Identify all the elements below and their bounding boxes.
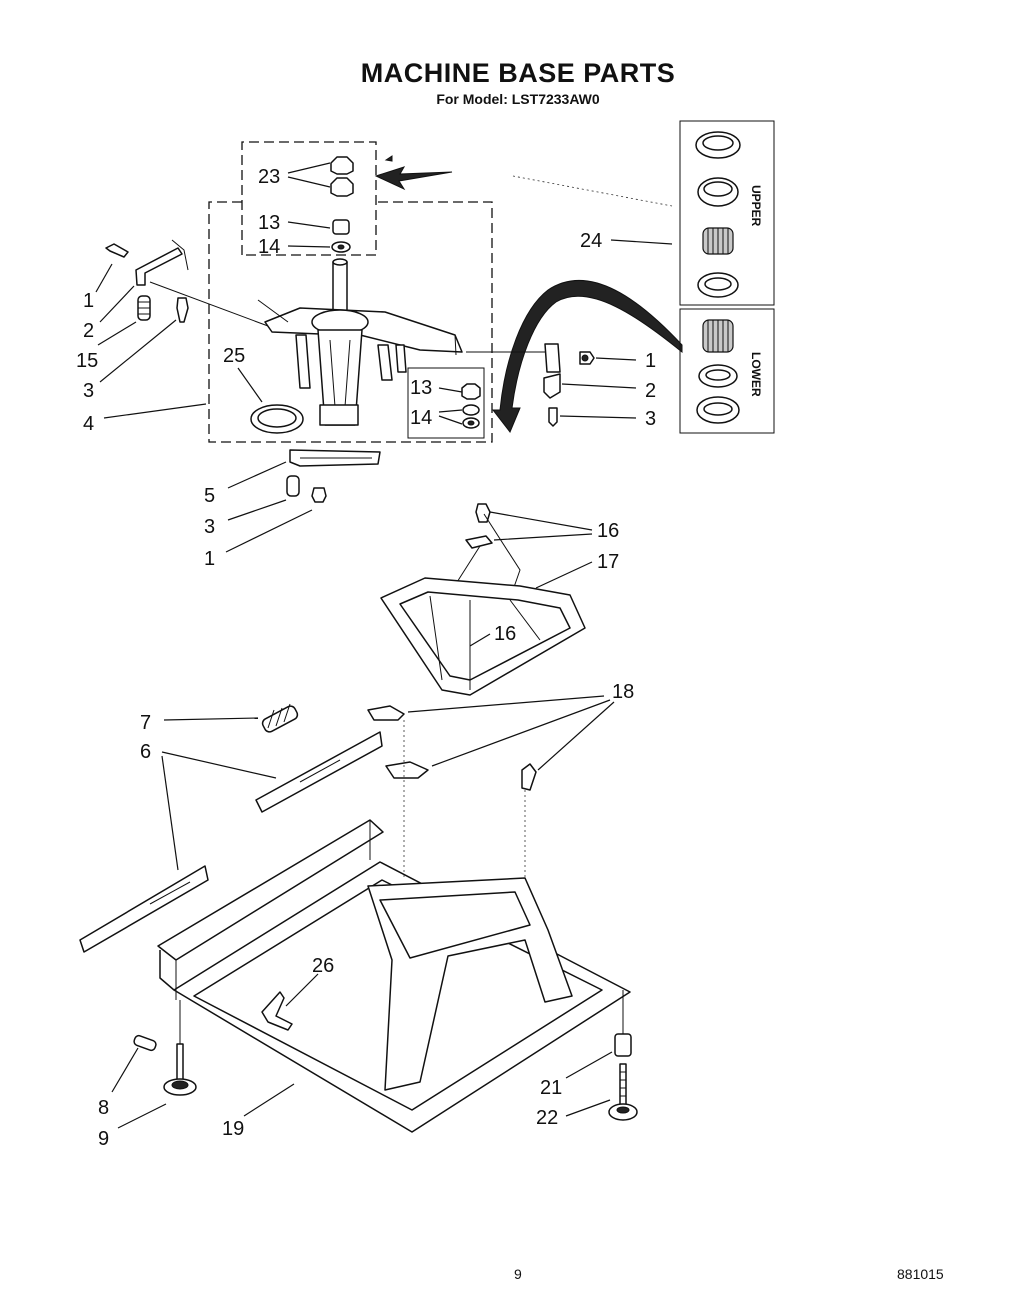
callout-2-left: 2 [83,320,94,342]
callout-5: 5 [204,485,215,507]
callout-9: 9 [98,1128,109,1150]
callout-14-upper: 14 [258,236,280,258]
callout-15: 15 [76,350,98,372]
callout-3-right: 3 [645,408,656,430]
front-leg-parts [133,1000,197,1096]
ring-part-25 [250,404,304,434]
model-subtitle: For Model: LST7233AW0 [436,91,600,107]
page-number: 9 [514,1266,522,1282]
snubber-stack-lower [461,383,481,429]
snubber-stack-upper [330,156,354,253]
callout-2-right: 2 [645,380,656,402]
callout-17: 17 [597,551,619,573]
callout-3-bottom: 3 [204,516,215,538]
callout-21: 21 [540,1077,562,1099]
callout-18: 18 [612,681,634,703]
frame-part-17 [380,577,586,696]
pointer-arrow-upper [374,155,453,191]
clip-part-26 [261,991,293,1031]
pointer-arrow-curved [491,280,683,433]
right-bracket-hardware [466,343,595,427]
callout-24: 24 [580,230,602,252]
callout-22: 22 [536,1107,558,1129]
callout-4: 4 [83,413,94,435]
seal-kit-boxes: UPPER LOWER [512,120,775,434]
page-title: MACHINE BASE PARTS [360,58,676,88]
left-bracket-hardware [105,239,269,327]
callout-23: 23 [258,166,280,188]
callout-numbers: 23 13 14 24 1 2 15 3 4 25 1 2 3 13 14 5 … [76,166,656,1150]
callout-16-top: 16 [597,520,619,542]
callout-16-mid: 16 [494,623,516,645]
callout-14-lower: 14 [410,407,432,429]
callout-1-bottom: 1 [204,548,215,570]
callout-26: 26 [312,955,334,977]
upper-box-label: UPPER [749,185,763,227]
callout-19: 19 [222,1118,244,1140]
lower-bracket-hardware [286,449,381,503]
callout-25: 25 [223,345,245,367]
rails-part-6 [79,731,383,953]
rear-leg-parts [608,990,638,1121]
callout-7: 7 [140,712,151,734]
lower-box-label: LOWER [749,352,763,397]
callout-13-lower: 13 [410,377,432,399]
callout-6: 6 [140,741,151,763]
base-frame-part-19 [157,720,631,1133]
callout-13-upper: 13 [258,212,280,234]
callout-3-left: 3 [83,380,94,402]
callout-1-left: 1 [83,290,94,312]
spring-part-7 [261,703,299,733]
clips-part-18 [367,705,537,791]
leader-lines [95,162,673,1129]
mounting-hardware-boxes [208,141,493,443]
gearcase-mounting-assembly [257,258,463,426]
callout-1-right: 1 [645,350,656,372]
document-code: 881015 [897,1266,944,1282]
callout-8: 8 [98,1097,109,1119]
